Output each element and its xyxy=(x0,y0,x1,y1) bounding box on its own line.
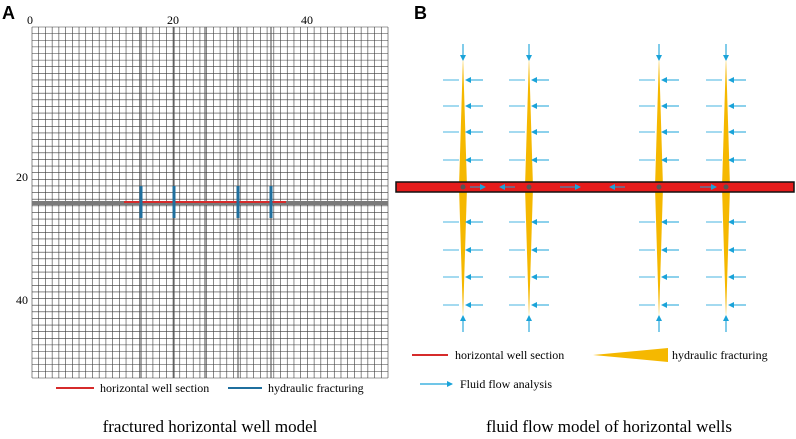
legend-frac-label: hydraulic fracturing xyxy=(268,381,364,395)
top-tick-label: 20 xyxy=(167,13,179,27)
fracture-junction xyxy=(460,184,466,190)
left-tick-label: 40 xyxy=(16,293,28,307)
panel-b-letter: B xyxy=(414,3,427,23)
top-tick-label: 0 xyxy=(27,13,33,27)
panel-b: B horizontal well section hydraulic frac… xyxy=(395,3,795,436)
horizontal-wellbore xyxy=(395,181,795,193)
panel-b-caption: fluid flow model of horizontal wells xyxy=(486,417,732,436)
grid-left-axis: 20 40 xyxy=(16,170,28,307)
panel-a-legend: horizontal well section hydraulic fractu… xyxy=(56,381,364,395)
top-tick-label: 40 xyxy=(301,13,313,27)
left-tick-label: 20 xyxy=(16,170,28,184)
panel-b-legend: horizontal well section hydraulic fractu… xyxy=(412,348,768,391)
fracture-junction xyxy=(526,184,532,190)
fracture-junction xyxy=(656,184,662,190)
wellbore-flow-arrows xyxy=(460,184,729,190)
fracture-junction xyxy=(723,184,729,190)
hydraulic-fractures xyxy=(139,186,273,218)
panel-a: A 0 20 40 20 40 horizontal well section … xyxy=(2,3,389,436)
panel-a-letter: A xyxy=(2,3,15,23)
legend-well-label: horizontal well section xyxy=(100,381,209,395)
grid-top-axis: 0 20 40 xyxy=(27,13,313,27)
panel-a-caption: fractured horizontal well model xyxy=(103,417,318,436)
legend-frac-label: hydraulic fracturing xyxy=(672,348,768,362)
legend-frac-swatch xyxy=(593,348,668,362)
legend-well-label: horizontal well section xyxy=(455,348,564,362)
legend-flow-label: Fluid flow analysis xyxy=(460,377,552,391)
